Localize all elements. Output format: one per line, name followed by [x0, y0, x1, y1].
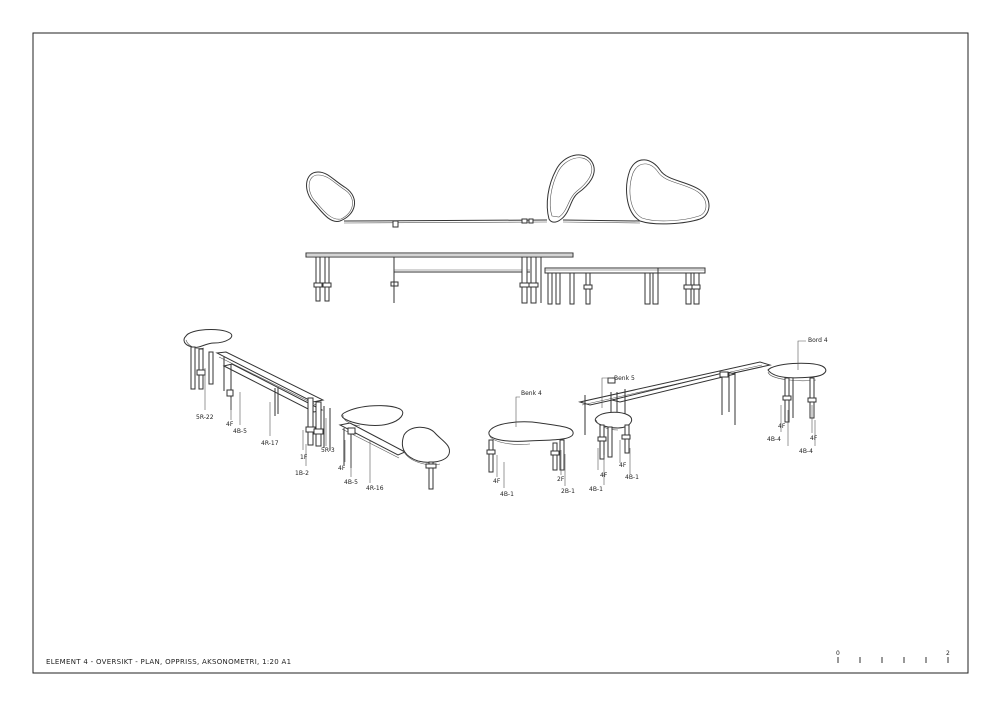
label-2b-1: 2B-1 — [561, 488, 575, 495]
label-benk-5: Benk 5 — [614, 375, 635, 382]
label-4r-17: 4R-17 — [261, 440, 279, 447]
label-4b-5-a: 4B-5 — [233, 428, 247, 435]
label-4b-4-b: 4B-4 — [799, 448, 813, 455]
left-seat-blob-1 — [341, 405, 404, 426]
label-4f-d: 4F — [600, 472, 608, 479]
label-4f-g: 4F — [810, 435, 818, 442]
right-table-top — [767, 362, 827, 379]
plan-left-blob — [306, 171, 355, 222]
plan-right-blob — [626, 159, 710, 225]
labels-right: Benk 4 Benk 5 Bord 4 4F 4B-1 2F 2B-1 4F … — [493, 337, 828, 498]
plan-middle-blob — [546, 154, 595, 223]
label-4f-b: 4F — [338, 465, 346, 472]
label-4f-a: 4F — [226, 421, 234, 428]
leader-lines — [204, 340, 816, 488]
label-bord-4: Bord 4 — [808, 337, 828, 344]
label-5r-22: 5R-22 — [196, 414, 214, 421]
sheet-border — [32, 32, 969, 674]
right-seat-blob-benk4 — [488, 421, 574, 442]
scale-end: 2 — [946, 650, 950, 657]
label-1b-2: 1B-2 — [295, 470, 309, 477]
scale-bar: 0 2 — [836, 650, 950, 663]
label-1f: 1F — [300, 454, 308, 461]
label-2f: 2F — [557, 476, 565, 483]
label-4b-1-c: 4B-1 — [625, 474, 639, 481]
left-seat-blob-2 — [401, 426, 450, 463]
label-4b-1-a: 4B-1 — [500, 491, 514, 498]
left-table-top — [183, 328, 233, 348]
label-5r-3: 5R-3 — [321, 447, 335, 454]
labels-left: 5R-22 4F 4B-5 4R-17 1F 1B-2 5R-3 4F 4B-5… — [196, 414, 384, 492]
elevation-view — [305, 252, 706, 305]
axonometry-right — [486, 361, 827, 473]
drawing-title: ELEMENT 4 - OVERSIKT - PLAN, OPPRISS, AK… — [46, 658, 291, 666]
label-4f-c: 4F — [493, 478, 501, 485]
label-4b-1-b: 4B-1 — [589, 486, 603, 493]
plan-view — [306, 154, 710, 228]
label-4f-e: 4F — [619, 462, 627, 469]
axonometry-left — [183, 328, 450, 490]
label-4b-5-b: 4B-5 — [344, 479, 358, 486]
label-4f-f: 4F — [778, 423, 786, 430]
label-benk-4: Benk 4 — [521, 390, 542, 397]
label-4b-4-a: 4B-4 — [767, 436, 781, 443]
label-4r-16: 4R-16 — [366, 485, 384, 492]
scale-start: 0 — [836, 650, 840, 657]
